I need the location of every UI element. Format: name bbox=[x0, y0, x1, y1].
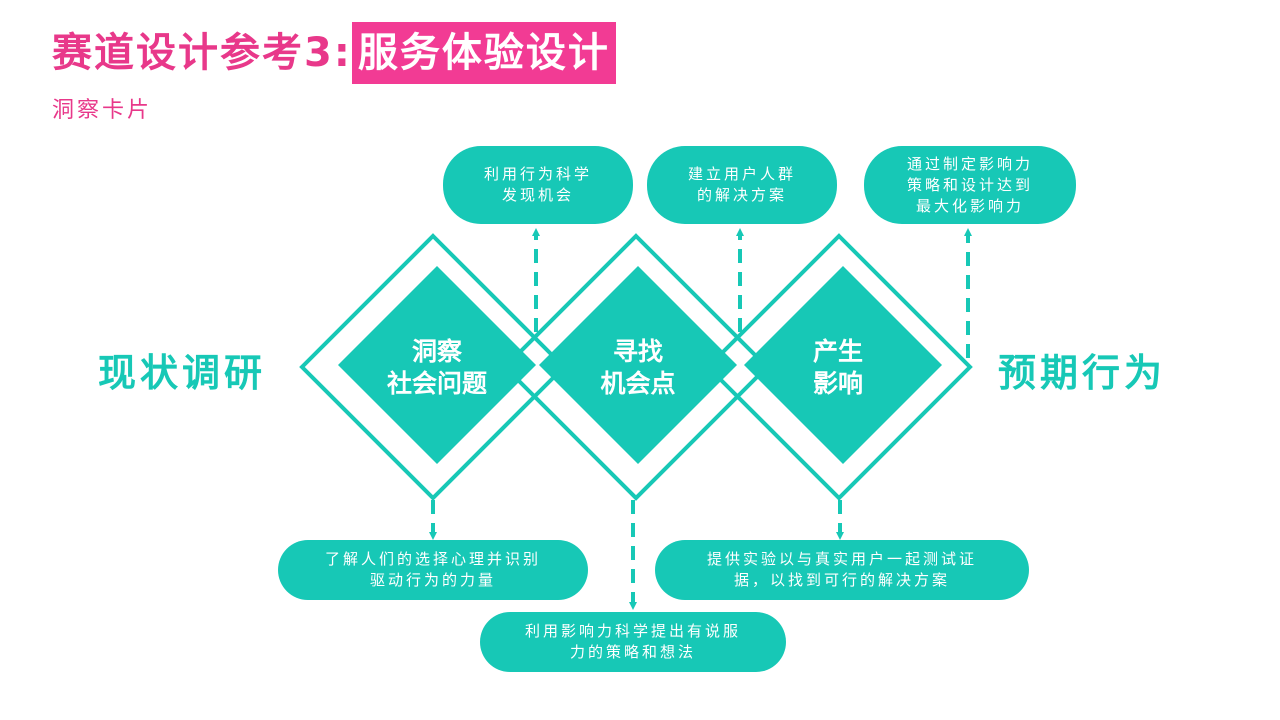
diamond-outline-3 bbox=[705, 233, 973, 501]
diamond-fill-1 bbox=[338, 266, 536, 464]
stage-3-line2: 影响 bbox=[813, 369, 863, 398]
stage-2-line2: 机会点 bbox=[600, 369, 675, 398]
stage-2-line1: 寻找 bbox=[613, 337, 663, 366]
side-label-right: 预期行为 bbox=[998, 351, 1167, 395]
title-highlight: 服务体验设计 bbox=[351, 22, 616, 84]
diamond-outlines bbox=[299, 233, 973, 501]
side-label-left: 现状调研 bbox=[98, 351, 267, 395]
top-note-2-text: 建立用户人群 的解决方案 bbox=[687, 165, 796, 204]
stage-1-line1: 洞察 bbox=[412, 337, 463, 366]
slide-subtitle: 洞察卡片 bbox=[52, 98, 153, 123]
arrows-down bbox=[429, 500, 844, 610]
bottom-note-2: 利用影响力科学提出有说服 力的策略和想法 bbox=[480, 612, 786, 672]
top-note-3-text: 通过制定影响力 策略和设计达到 最大化影响力 bbox=[906, 154, 1033, 215]
bottom-note-1: 了解人们的选择心理并识别 驱动行为的力量 bbox=[278, 540, 588, 600]
bottom-note-3: 提供实验以与真实用户一起测试证 据，以找到可行的解决方案 bbox=[655, 540, 1029, 600]
diamond-outline-1 bbox=[299, 233, 567, 501]
diamond-fill-2 bbox=[539, 266, 737, 464]
diamond-outline-2 bbox=[502, 233, 770, 501]
stage-1-line2: 社会问题 bbox=[387, 369, 487, 398]
bottom-note-1-text: 了解人们的选择心理并识别 驱动行为的力量 bbox=[324, 550, 541, 589]
slide-title: 赛道设计参考3: 服务体验设计 bbox=[52, 22, 616, 84]
top-note-2: 建立用户人群 的解决方案 bbox=[647, 146, 837, 224]
bottom-note-3-text: 提供实验以与真实用户一起测试证 据，以找到可行的解决方案 bbox=[706, 550, 977, 589]
top-note-1-text: 利用行为科学 发现机会 bbox=[483, 165, 592, 204]
stage-3-line1: 产生 bbox=[813, 337, 863, 366]
bottom-note-2-text: 利用影响力科学提出有说服 力的策略和想法 bbox=[524, 622, 741, 661]
top-note-1: 利用行为科学 发现机会 bbox=[443, 146, 633, 224]
title-prefix: 赛道设计参考3: bbox=[52, 30, 352, 76]
diamond-fill-3 bbox=[744, 266, 942, 464]
top-note-3: 通过制定影响力 策略和设计达到 最大化影响力 bbox=[864, 146, 1076, 224]
arrows-up bbox=[532, 228, 972, 358]
diamond-fills bbox=[338, 266, 942, 464]
